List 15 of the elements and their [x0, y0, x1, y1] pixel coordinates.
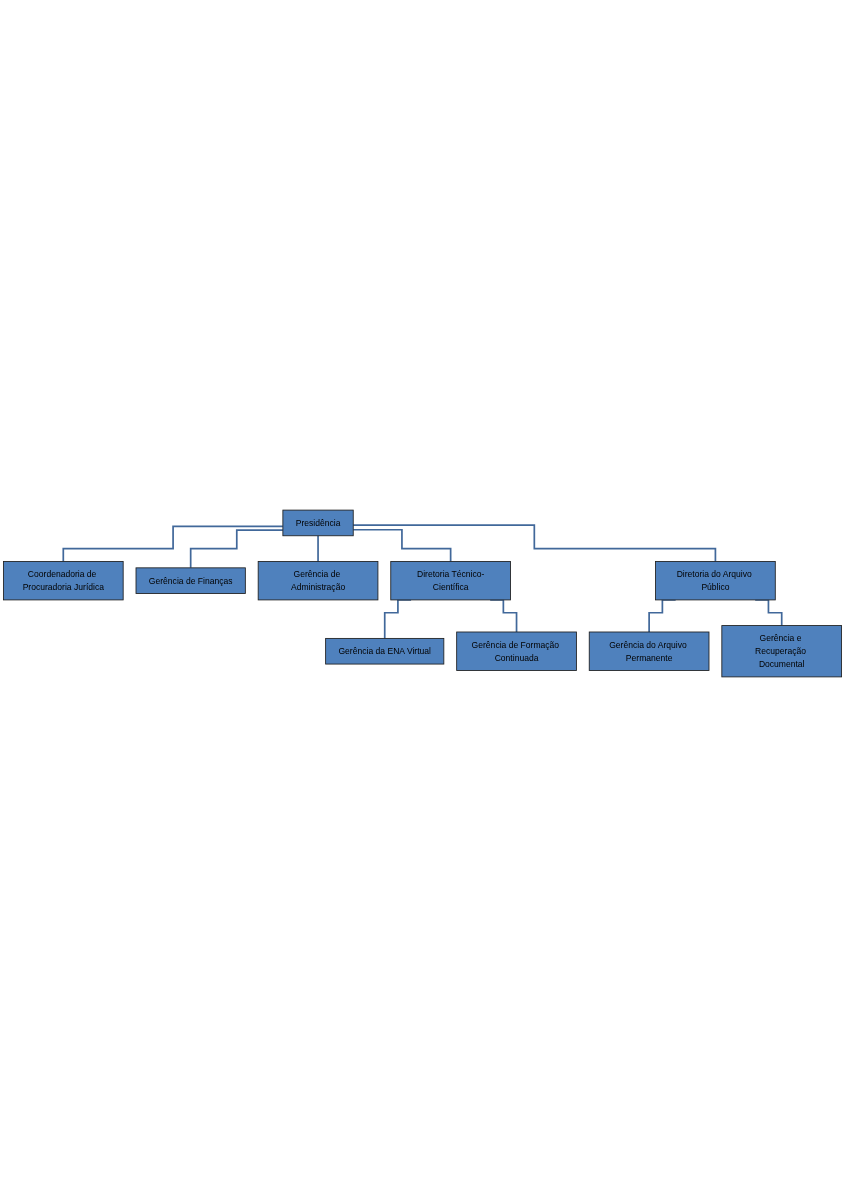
- node-box: Diretoria Técnico-Científica: [390, 561, 511, 601]
- connector: [317, 534, 319, 563]
- node-box: Gerência da ENA Virtual: [325, 638, 445, 665]
- connector: [352, 524, 717, 563]
- node-box: Gerência e Recuperação Documental: [721, 625, 842, 678]
- connector: [62, 525, 284, 563]
- connector: [352, 528, 452, 563]
- connector: [189, 529, 284, 569]
- node-box: Gerência de Formação Continuada: [456, 631, 577, 671]
- node-box: Coordenadoria de Procuradoria Jurídica: [3, 561, 124, 601]
- node-box: Gerência do Arquivo Permanente: [588, 631, 710, 671]
- node-box: Presidência: [282, 509, 354, 537]
- node-box: Gerência de Finanças: [135, 567, 246, 594]
- node-box: Diretoria do Arquivo Público: [655, 561, 776, 601]
- node-box: Gerência de Administração: [257, 561, 379, 601]
